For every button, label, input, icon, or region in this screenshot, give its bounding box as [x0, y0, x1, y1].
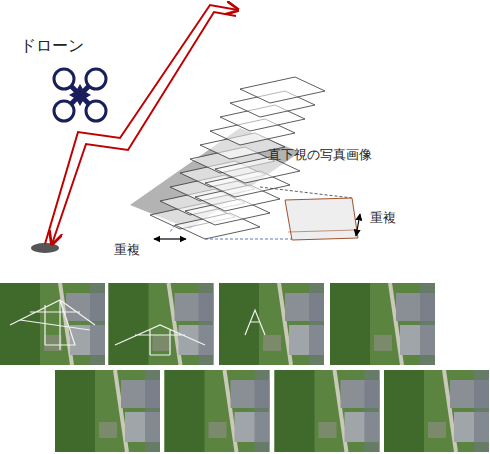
overlap-arrow: [356, 214, 360, 236]
overlap-edge: [288, 230, 356, 232]
overlap-label: 重複: [114, 242, 140, 258]
tower: [10, 300, 265, 355]
image-label: 直下視の写真画像: [268, 147, 372, 163]
overlap-arrow: [154, 238, 186, 239]
projection-line: [205, 239, 300, 240]
overlap-label: 重複: [370, 210, 396, 226]
ground-plane: [130, 128, 300, 229]
aerial-photos: [0, 283, 489, 452]
single-frame: [285, 198, 358, 240]
projection-line: [170, 225, 175, 232]
drone-label: ドローン: [20, 36, 84, 55]
drone-icon: [54, 69, 106, 121]
projection-line: [260, 187, 352, 198]
ground-mark: [31, 243, 59, 253]
